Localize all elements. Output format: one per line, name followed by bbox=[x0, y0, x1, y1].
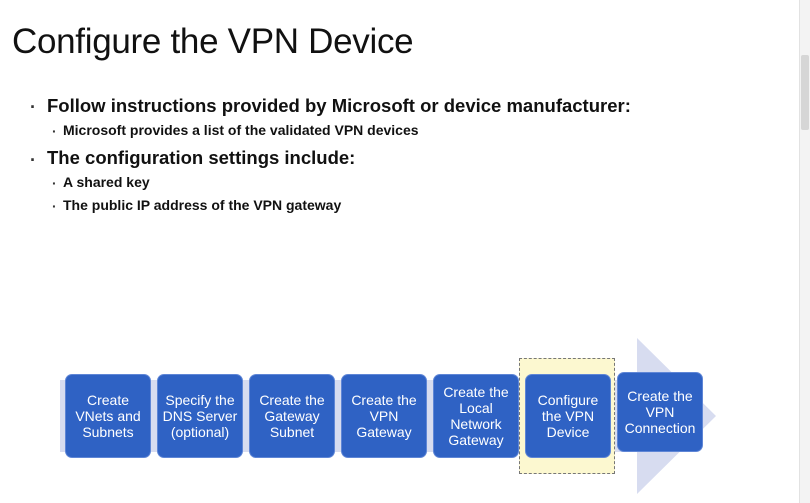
step-vpn-gateway[interactable]: Create the VPN Gateway bbox=[341, 374, 427, 458]
step-label: Create VNets and Subnets bbox=[75, 392, 141, 440]
step-configure-vpn-device[interactable]: Configure the VPN Device bbox=[525, 374, 611, 458]
bullet-dot: · bbox=[30, 150, 36, 170]
bullet-dot: · bbox=[30, 97, 36, 117]
step-vpn-connection[interactable]: Create the VPN Connection bbox=[617, 372, 703, 452]
scrollbar-thumb[interactable] bbox=[801, 55, 809, 130]
step-label: Specify the DNS Server (optional) bbox=[162, 392, 238, 440]
step-create-vnets[interactable]: Create VNets and Subnets bbox=[65, 374, 151, 458]
sub-bullet-dot: · bbox=[52, 198, 57, 214]
page-title: Configure the VPN Device bbox=[12, 22, 414, 61]
sub-bullet-dot: · bbox=[52, 123, 57, 139]
scrollbar[interactable] bbox=[799, 0, 810, 503]
step-label: Configure the VPN Device bbox=[537, 392, 599, 440]
step-label: Create the Gateway Subnet bbox=[259, 392, 325, 440]
step-label: Create the Local Network Gateway bbox=[443, 384, 509, 448]
step-label: Create the VPN Connection bbox=[624, 388, 696, 436]
bullet-item: Follow instructions provided by Microsof… bbox=[47, 95, 631, 116]
sub-bullet-dot: · bbox=[52, 175, 57, 191]
step-gateway-subnet[interactable]: Create the Gateway Subnet bbox=[249, 374, 335, 458]
sub-bullet-item: The public IP address of the VPN gateway bbox=[63, 197, 342, 213]
step-local-network-gateway[interactable]: Create the Local Network Gateway bbox=[433, 374, 519, 458]
step-specify-dns[interactable]: Specify the DNS Server (optional) bbox=[157, 374, 243, 458]
step-label: Create the VPN Gateway bbox=[351, 392, 417, 440]
sub-bullet-item: Microsoft provides a list of the validat… bbox=[63, 122, 419, 138]
bullet-item: The configuration settings include: bbox=[47, 147, 356, 168]
sub-bullet-item: A shared key bbox=[63, 174, 150, 190]
